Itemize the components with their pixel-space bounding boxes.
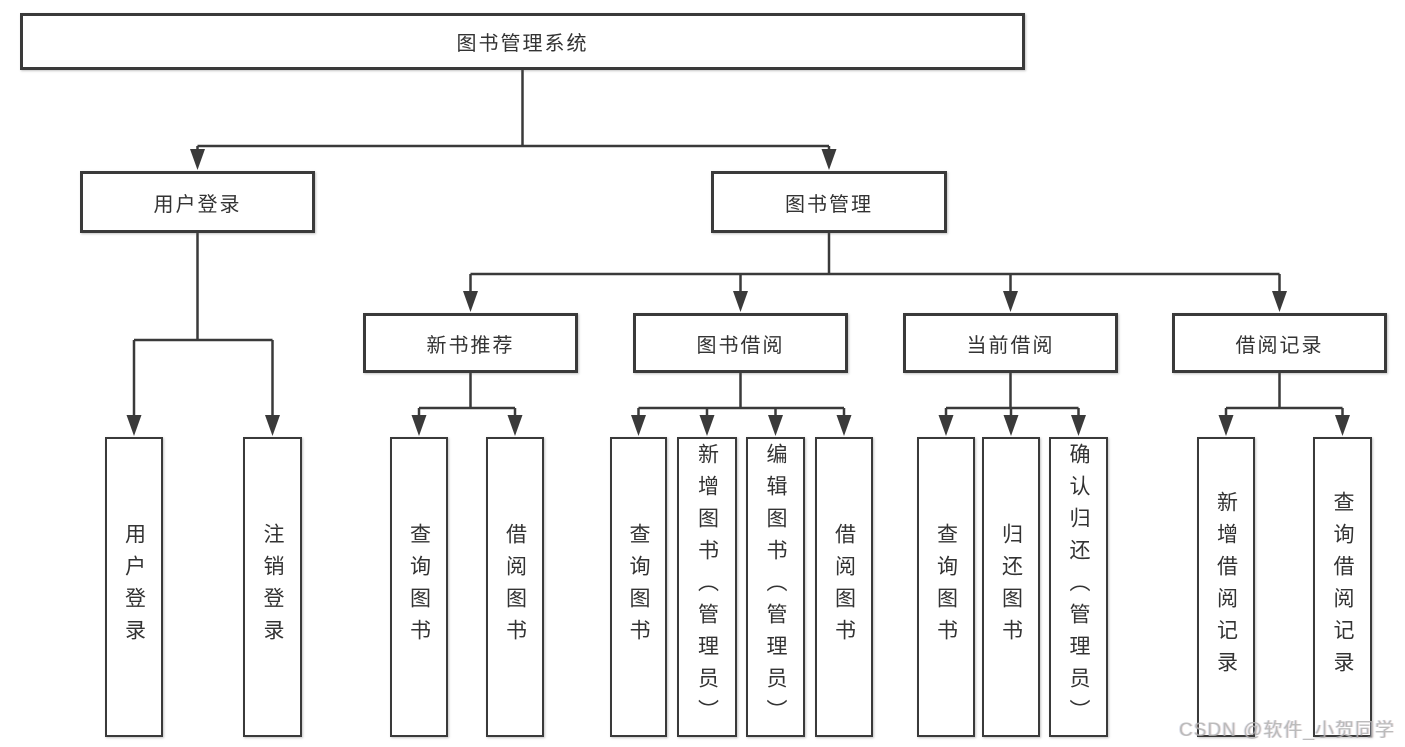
arrowhead-icon: [265, 415, 280, 436]
arrowhead-icon: [938, 415, 954, 436]
node-bb-add-book: 新增图书（管理员）: [677, 437, 737, 737]
arrowhead-icon: [699, 415, 715, 436]
arrowhead-icon: [836, 415, 852, 436]
arrowhead-icon: [190, 149, 205, 170]
node-logout: 注销登录: [243, 437, 302, 737]
tree-edges: [132, 70, 1344, 417]
arrowhead-icon: [126, 415, 142, 436]
arrowhead-icon: [733, 291, 748, 312]
node-bb-query-book: 查询图书: [610, 437, 667, 737]
arrowhead-icon: [1003, 291, 1018, 312]
arrowhead-icon: [768, 415, 783, 436]
arrowhead-icon: [821, 149, 837, 170]
node-bb-edit-book: 编辑图书（管理员）: [746, 437, 805, 737]
node-current-borrow: 当前借阅: [903, 313, 1118, 373]
node-br-query-record: 查询借阅记录: [1313, 437, 1372, 737]
node-cb-return-book: 归还图书: [982, 437, 1040, 737]
arrowhead-icon: [631, 415, 646, 436]
node-br-add-record: 新增借阅记录: [1197, 437, 1255, 737]
node-root: 图书管理系统: [20, 13, 1025, 70]
node-book-mgmt: 图书管理: [711, 171, 947, 233]
arrowhead-icon: [1335, 415, 1350, 436]
node-cb-query-book: 查询图书: [917, 437, 975, 737]
arrowhead-icon: [463, 291, 478, 312]
node-book-borrow: 图书借阅: [633, 313, 848, 373]
node-nbr-query-book: 查询图书: [390, 437, 448, 737]
watermark: CSDN @软件_小贺同学: [1179, 720, 1395, 741]
arrowhead-icon: [1218, 415, 1234, 436]
arrowhead-icon: [1003, 415, 1019, 436]
node-user-login: 用户登录: [105, 437, 163, 737]
arrowhead-icon: [411, 415, 427, 436]
node-borrow-records: 借阅记录: [1172, 313, 1387, 373]
node-cb-confirm-return: 确认归还（管理员）: [1049, 437, 1108, 737]
node-user-login-group: 用户登录: [80, 171, 315, 233]
arrowhead-icon: [507, 415, 523, 436]
node-new-book-rec: 新书推荐: [363, 313, 578, 373]
node-bb-borrow-book: 借阅图书: [815, 437, 873, 737]
arrowhead-icon: [1272, 291, 1287, 312]
arrowhead-icon: [1071, 415, 1086, 436]
node-nbr-borrow-book: 借阅图书: [486, 437, 544, 737]
